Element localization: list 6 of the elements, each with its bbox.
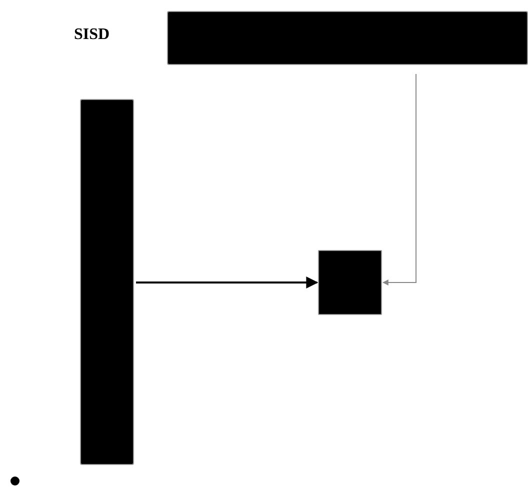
box-shape xyxy=(318,250,382,315)
arrow xyxy=(136,276,318,288)
bar-shape xyxy=(167,11,528,65)
arrow xyxy=(382,74,416,286)
bar-shape xyxy=(80,99,134,465)
diagram-label: SISD xyxy=(74,26,110,44)
